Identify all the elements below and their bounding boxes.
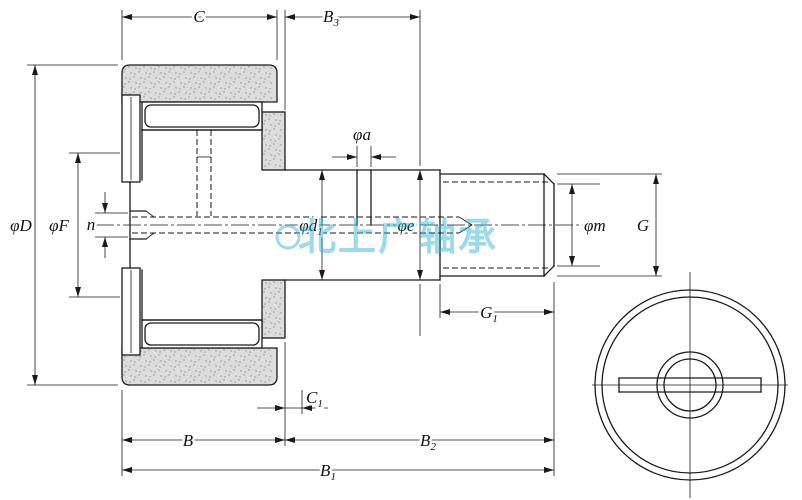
dim-B3: B3 — [284, 5, 421, 166]
dim-phiF: φF — [47, 152, 120, 298]
stud-outline — [129, 129, 441, 321]
dim-phie: φe — [395, 170, 423, 336]
dim-label-phia: φa — [353, 125, 371, 144]
needle-roller-band-top — [141, 101, 263, 131]
dim-label-n: n — [87, 215, 96, 234]
dimensions: C B3 φD φF n — [8, 5, 662, 486]
stud-end-chamfer-circle — [663, 358, 717, 412]
dim-label-C1: C1 — [306, 388, 323, 410]
dim-phiD: φD — [8, 64, 118, 386]
dim-label-C: C — [193, 7, 205, 26]
watermark-logo-icon — [275, 224, 301, 250]
roller-outer-circle — [594, 289, 786, 481]
dim-B2: B2 — [285, 429, 554, 456]
dim-phia: φa — [332, 123, 396, 167]
dim-label-G1: G1 — [480, 303, 498, 325]
dim-G1: G1 — [439, 284, 554, 328]
watermark-text: 北上广轴承 — [298, 215, 498, 259]
dim-n: n — [84, 192, 128, 258]
dim-label-phie: φe — [398, 216, 415, 235]
dim-label-phiD: φD — [10, 216, 32, 235]
outer-ring-top-section — [121, 64, 278, 103]
dim-label-phiF: φF — [49, 216, 69, 235]
grease-passages — [129, 130, 473, 240]
end-face-slot — [618, 377, 762, 393]
end-view — [592, 272, 788, 498]
stud-end-circle — [656, 351, 724, 419]
dim-G: G — [557, 173, 662, 277]
dim-C1: C1 — [257, 386, 328, 414]
stud-flange-bottom-section — [261, 279, 286, 339]
section-view — [96, 64, 584, 386]
dim-C: C — [121, 5, 278, 60]
dim-label-G: G — [637, 216, 649, 235]
dim-label-phim: φm — [584, 216, 606, 235]
dim-phid1: φd1 — [297, 170, 325, 280]
dim-B: B — [121, 342, 286, 476]
watermark: 北上广轴承 — [275, 215, 498, 259]
dim-label-B1: B1 — [320, 461, 336, 483]
dim-label-phid1: φd1 — [299, 216, 322, 238]
side-washer-bottom — [121, 267, 141, 356]
dim-label-B3: B3 — [323, 7, 339, 29]
dim-label-B: B — [183, 431, 194, 450]
stud-flange-top-section — [261, 111, 286, 171]
dim-B1: B1 — [122, 282, 555, 486]
dim-phim: φm — [557, 183, 608, 267]
needle-roller-band-bottom — [141, 319, 263, 349]
side-washer-top — [121, 94, 141, 183]
roller-inner-circle — [601, 296, 779, 474]
dim-label-B2: B2 — [420, 431, 436, 453]
